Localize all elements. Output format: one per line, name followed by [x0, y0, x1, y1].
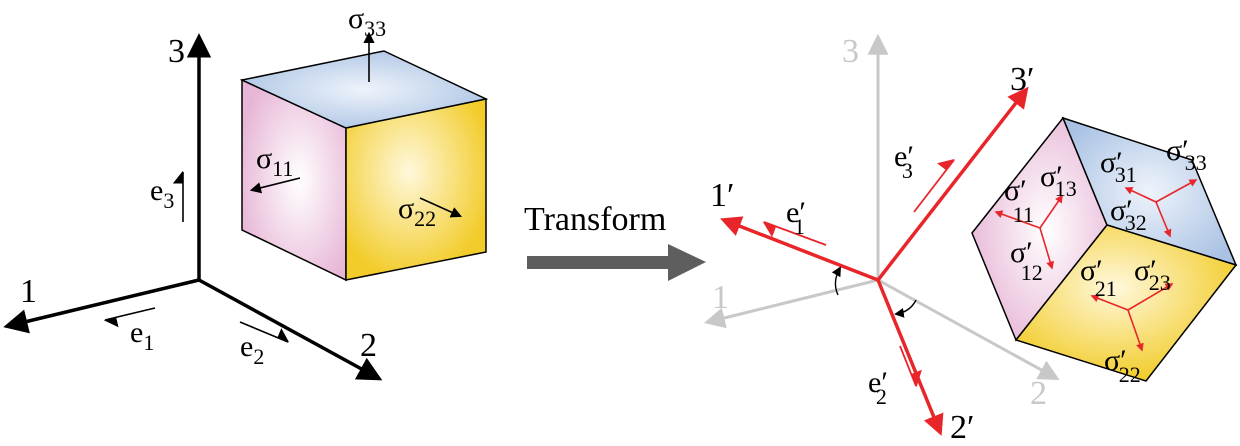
e3-prime-label: e′3	[894, 140, 914, 183]
rotation-arc-1	[831, 266, 841, 296]
old-axis-1-label: 1	[712, 279, 729, 316]
axis-1-line	[3, 278, 200, 334]
pink-face-stress-triad	[994, 194, 1063, 270]
new-axis-3-line	[876, 86, 1029, 282]
sigma13-prime-label: σ′13	[1040, 160, 1077, 201]
sigma21-prime-label: σ′21	[1080, 254, 1117, 301]
old-axis-1-line	[703, 278, 879, 329]
sigma11-arrow	[249, 177, 301, 194]
sigma32-prime-arrow	[1155, 201, 1172, 238]
sigma11-label: σ11	[256, 142, 293, 181]
sigma22-prime-arrow	[1127, 309, 1144, 352]
old-axis-2-line	[877, 278, 1060, 381]
transform-arrow-shaft	[527, 256, 672, 269]
old-axis-2-label: 2	[1030, 375, 1047, 412]
old-axis-3-label: 3	[842, 33, 859, 70]
e2-prime-arrow	[899, 345, 922, 388]
sigma13-prime-arrow	[1039, 194, 1063, 229]
e3-label: e3	[150, 174, 174, 213]
rotated-face-yellow	[1014, 224, 1238, 382]
sigma22-label: σ22	[398, 192, 436, 231]
axis-2-label: 2	[360, 327, 377, 364]
e1-label: e1	[130, 316, 154, 355]
e1-prime-label: e′1	[786, 196, 806, 239]
e3-prime-arrow	[913, 158, 955, 213]
rotation-arc-2	[894, 299, 917, 318]
new-axis-3-label: 3′	[1010, 61, 1034, 98]
sigma23-prime-arrow	[1127, 283, 1174, 311]
transform-label: Transform	[524, 201, 666, 238]
sigma23-prime-label: σ′23	[1134, 254, 1171, 295]
e2-prime-label: e′2	[868, 366, 888, 409]
new-axis-1-line	[720, 216, 879, 282]
sigma33-label: σ33	[348, 2, 386, 41]
sigma31-prime-arrow	[1124, 187, 1157, 203]
new-axis-2-label: 2′	[950, 409, 974, 446]
sigma12-prime-label: σ′12	[1010, 236, 1043, 285]
right-coordinate-system: 3 1 2 3′ 1′ 2′ e′1 e′3 e′2	[703, 33, 1060, 446]
cube-face-yellow	[345, 98, 487, 281]
blue-face-stress-triad	[1124, 179, 1198, 238]
e2-label: e2	[240, 330, 264, 369]
yellow-face-stress-triad	[1090, 283, 1174, 352]
transform-arrow-head	[668, 244, 706, 281]
right-rotated-stress-cube: σ′11 σ′13 σ′12 σ′33 σ′31 σ′32 σ′23 σ′21 …	[971, 116, 1238, 387]
left-stress-cube: σ33 σ11 σ22	[239, 2, 489, 282]
axis-2-line	[198, 278, 383, 381]
sigma12-prime-arrow	[1039, 227, 1054, 270]
sigma22-prime-label: σ′22	[1104, 344, 1141, 387]
sigma31-prime-label: σ′31	[1100, 146, 1137, 187]
e1-prime-arrow	[762, 221, 827, 246]
e1-arrow	[103, 307, 156, 328]
new-axis-1-label: 1′	[710, 177, 734, 214]
sigma32-prime-label: σ′32	[1110, 194, 1147, 235]
sigma21-prime-arrow	[1090, 294, 1129, 311]
axis-1-label: 1	[20, 273, 37, 310]
sigma33-prime-arrow	[1155, 179, 1198, 203]
new-axis-2-line	[876, 279, 944, 436]
transform-arrow: Transform	[524, 201, 706, 281]
sigma22-arrow	[419, 197, 463, 218]
axis-3-label: 3	[168, 33, 185, 70]
left-coordinate-system: 3 1 2 e3 e1 e2	[3, 33, 383, 381]
sigma33-prime-label: σ′33	[1166, 134, 1207, 175]
e2-arrow	[239, 321, 290, 343]
sigma11-prime-arrow	[994, 210, 1041, 229]
sigma11-prime-label: σ′11	[1004, 174, 1034, 227]
